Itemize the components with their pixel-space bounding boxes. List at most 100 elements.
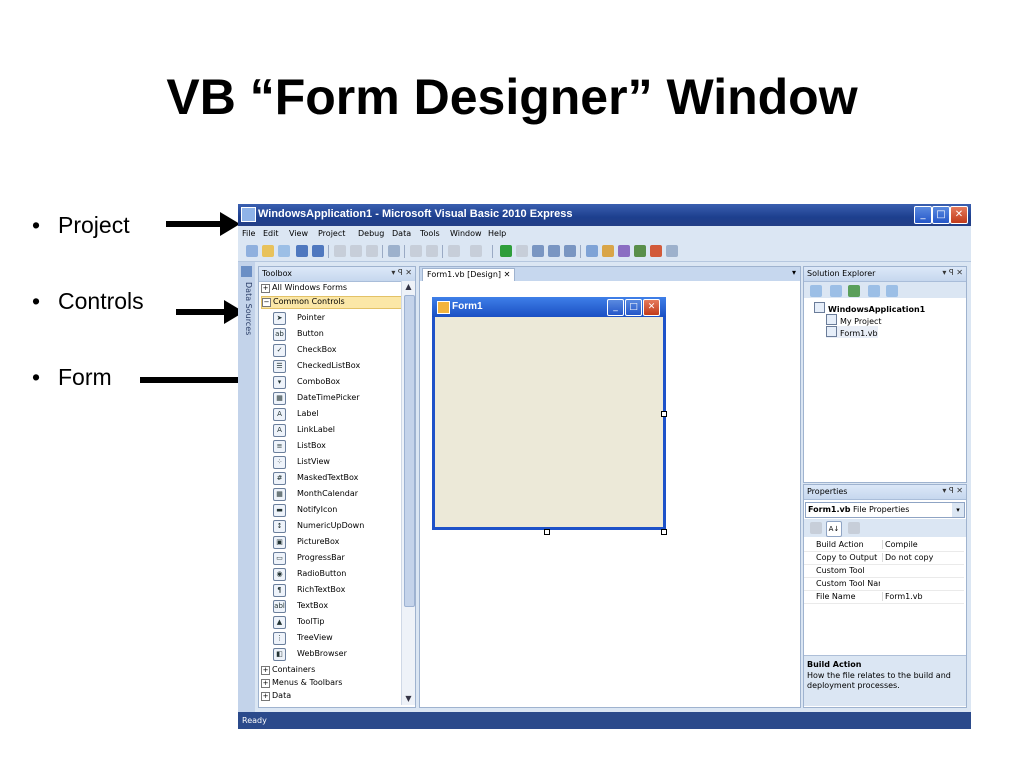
toolbox-item-pointer[interactable]: ➤Pointer <box>273 310 401 326</box>
start-debugging-icon[interactable] <box>500 245 512 257</box>
redo-icon[interactable] <box>470 245 482 257</box>
stop-icon[interactable] <box>516 245 528 257</box>
maximize-button[interactable]: □ <box>932 206 950 224</box>
toolbox-group-all-windows-forms[interactable]: +All Windows Forms <box>261 283 348 293</box>
add-item-icon[interactable] <box>278 245 290 257</box>
toolbox-item-datetimepicker[interactable]: ▦DateTimePicker <box>273 390 401 406</box>
resize-handle-corner[interactable] <box>661 529 667 535</box>
toolbox-item-webbrowser[interactable]: ◧WebBrowser <box>273 646 401 662</box>
toolbox-group-common-controls[interactable]: −Common Controls <box>261 296 402 309</box>
toolbox-group-menus-toolbars[interactable]: +Menus & Toolbars <box>261 678 343 688</box>
resize-handle-right[interactable] <box>661 411 667 417</box>
menu-data[interactable]: Data <box>392 229 412 238</box>
form-maximize-button[interactable]: □ <box>625 299 642 316</box>
open-folder-icon[interactable] <box>262 245 274 257</box>
menu-window[interactable]: Window <box>450 229 482 238</box>
close-button[interactable]: ✕ <box>950 206 968 224</box>
menu-edit[interactable]: Edit <box>263 229 279 238</box>
property-pages-icon[interactable] <box>848 522 860 534</box>
categorized-icon[interactable] <box>810 522 822 534</box>
toolbox-item-listview[interactable]: ⁘ListView <box>273 454 401 470</box>
step-out-icon[interactable] <box>564 245 576 257</box>
toolbox-item-tooltip[interactable]: ▲ToolTip <box>273 614 401 630</box>
menu-view[interactable]: View <box>289 229 308 238</box>
solution-explorer-icon[interactable] <box>586 245 598 257</box>
menu-debug[interactable]: Debug <box>358 229 385 238</box>
toolbox-item-numericupdown[interactable]: ↕NumericUpDown <box>273 518 401 534</box>
new-project-icon[interactable] <box>246 245 258 257</box>
toolbox-item-radiobutton[interactable]: ◉RadioButton <box>273 566 401 582</box>
toolbox-scrollbar[interactable]: ▲ ▼ <box>401 281 415 705</box>
toolbox-item-notifyicon[interactable]: ▬NotifyIcon <box>273 502 401 518</box>
data-sources-tab[interactable]: Data Sources <box>244 282 253 336</box>
tab-dropdown-icon[interactable]: ▾ <box>791 268 796 277</box>
solution-node-project[interactable]: WindowsApplication1 <box>814 302 925 314</box>
window-titlebar[interactable]: WindowsApplication1 - Microsoft Visual B… <box>238 204 971 226</box>
menu-file[interactable]: File <box>242 229 256 238</box>
solution-node-my-project[interactable]: My Project <box>826 314 882 326</box>
find-icon[interactable] <box>388 245 400 257</box>
cut-icon[interactable] <box>334 245 346 257</box>
save-icon[interactable] <box>296 245 308 257</box>
form1-titlebar[interactable]: Form1 _ □ ✕ <box>432 297 666 317</box>
toolbox-item-checkedlistbox[interactable]: ☰CheckedListBox <box>273 358 401 374</box>
toolbox-item-treeview[interactable]: ⋮TreeView <box>273 630 401 646</box>
close-tab-icon[interactable]: ✕ <box>503 270 511 279</box>
comment-icon[interactable] <box>410 245 422 257</box>
toolbox-item-progressbar[interactable]: ▭ProgressBar <box>273 550 401 566</box>
scroll-thumb[interactable] <box>404 295 415 607</box>
form-minimize-button[interactable]: _ <box>607 299 624 316</box>
solution-node-form1[interactable]: Form1.vb <box>826 326 878 338</box>
toolbox-window-controls[interactable]: ▾ ꟼ ✕ <box>391 268 412 277</box>
paste-icon[interactable] <box>366 245 378 257</box>
property-row[interactable]: Custom Tool Nan <box>804 578 964 591</box>
resize-handle-bottom[interactable] <box>544 529 550 535</box>
save-all-icon[interactable] <box>312 245 324 257</box>
toolbox-item-monthcalendar[interactable]: ▦MonthCalendar <box>273 486 401 502</box>
properties-window-controls[interactable]: ▾ ꟼ ✕ <box>942 486 963 495</box>
toolbox-item-maskedtextbox[interactable]: #MaskedTextBox <box>273 470 401 486</box>
scroll-down-icon[interactable]: ▼ <box>405 694 412 703</box>
toolbox-group-containers[interactable]: +Containers <box>261 665 316 675</box>
chevron-down-icon[interactable]: ▾ <box>952 503 964 517</box>
toolbox-group-data[interactable]: +Data <box>261 691 292 701</box>
step-over-icon[interactable] <box>548 245 560 257</box>
property-row[interactable]: Custom Tool <box>804 565 964 578</box>
scroll-up-icon[interactable]: ▲ <box>405 282 412 291</box>
view-code-icon[interactable] <box>868 285 880 297</box>
toolbox-icon[interactable] <box>618 245 630 257</box>
solution-explorer-window-controls[interactable]: ▾ ꟼ ✕ <box>942 268 963 277</box>
form-close-button[interactable]: ✕ <box>643 299 660 316</box>
toolbox-item-combobox[interactable]: ▾ComboBox <box>273 374 401 390</box>
step-into-icon[interactable] <box>532 245 544 257</box>
toolbox-item-checkbox[interactable]: ✓CheckBox <box>273 342 401 358</box>
copy-icon[interactable] <box>350 245 362 257</box>
extension-manager-icon[interactable] <box>650 245 662 257</box>
toolbox-item-picturebox[interactable]: ▣PictureBox <box>273 534 401 550</box>
start-page-icon[interactable] <box>666 245 678 257</box>
object-browser-icon[interactable] <box>634 245 646 257</box>
properties-button-icon[interactable] <box>810 285 822 297</box>
tab-form1-design[interactable]: Form1.vb [Design] ✕ <box>422 268 516 281</box>
alphabetical-icon[interactable]: A↓ <box>826 521 842 537</box>
undo-icon[interactable] <box>448 245 460 257</box>
toolbox-item-listbox[interactable]: ≡ListBox <box>273 438 401 454</box>
properties-icon[interactable] <box>602 245 614 257</box>
menu-tools[interactable]: Tools <box>420 229 440 238</box>
minimize-button[interactable]: _ <box>914 206 932 224</box>
properties-object-selector[interactable]: Form1.vb File Properties ▾ <box>805 502 965 518</box>
show-all-files-icon[interactable] <box>830 285 842 297</box>
menu-project[interactable]: Project <box>318 229 346 238</box>
refresh-icon[interactable] <box>848 285 860 297</box>
form1-design-surface[interactable]: Form1 _ □ ✕ <box>432 297 666 530</box>
toolbox-pin-icon[interactable] <box>241 266 252 277</box>
view-designer-icon[interactable] <box>886 285 898 297</box>
toolbox-item-richtextbox[interactable]: ¶RichTextBox <box>273 582 401 598</box>
